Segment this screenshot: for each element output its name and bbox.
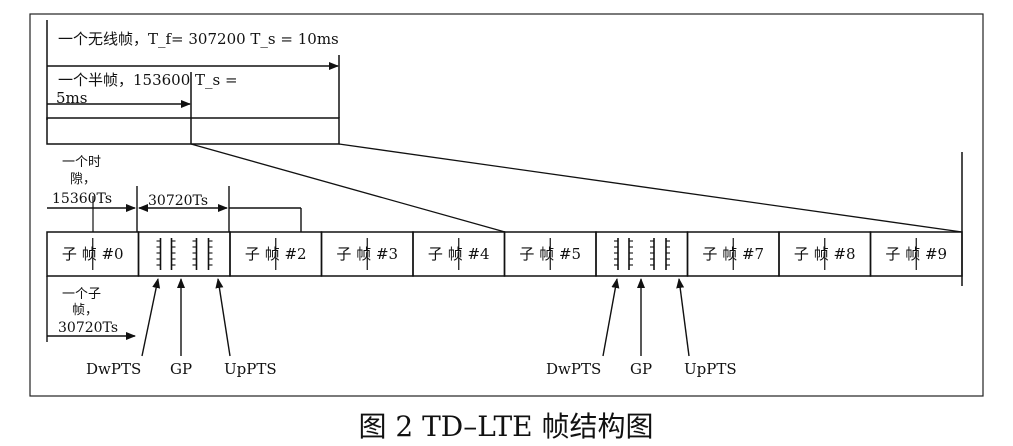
uppts-label-2: UpPTS xyxy=(684,360,737,378)
zoom-line-2 xyxy=(338,143,963,233)
slot-label-line2: 隙， xyxy=(70,172,96,187)
figure-border xyxy=(29,13,984,397)
subframe-cell xyxy=(869,231,963,277)
uppts-pointer-2 xyxy=(676,278,690,357)
uppts-pointer-1 xyxy=(215,278,231,357)
slot-value: 15360Ts xyxy=(52,191,112,207)
dwpts-label-1: DwPTS xyxy=(86,360,141,378)
subframe-span-value: 30720Ts xyxy=(148,193,208,209)
half-frame-label-line2: 5ms xyxy=(56,89,87,107)
subframe-cell xyxy=(137,231,231,277)
uppts-label-1: UpPTS xyxy=(224,360,277,378)
dwpts-label-2: DwPTS xyxy=(546,360,601,378)
subframe-value: 30720Ts xyxy=(58,320,118,336)
radio-frame-label: 一个无线帧，T_f= 307200 T_s = 10ms xyxy=(58,30,339,48)
subframe-label-line1: 一个子 xyxy=(62,287,101,302)
frame-bar xyxy=(46,117,340,145)
subframe-cell xyxy=(595,231,689,277)
dwpts-pointer-2 xyxy=(602,278,620,357)
figure-caption: 图 2 TD–LTE 帧结构图 xyxy=(358,410,653,443)
half-frame-label-line1: 一个半帧，153600 T_s = xyxy=(58,71,238,89)
gp-label-1: GP xyxy=(170,360,192,378)
subframe-label-line2: 帧， xyxy=(72,303,98,318)
special-field-marks xyxy=(156,238,670,270)
dwpts-pointer-1 xyxy=(141,278,161,357)
slot-label-line1: 一个时 xyxy=(62,155,101,170)
gp-label-2: GP xyxy=(630,360,652,378)
zoom-line-1 xyxy=(190,143,506,233)
